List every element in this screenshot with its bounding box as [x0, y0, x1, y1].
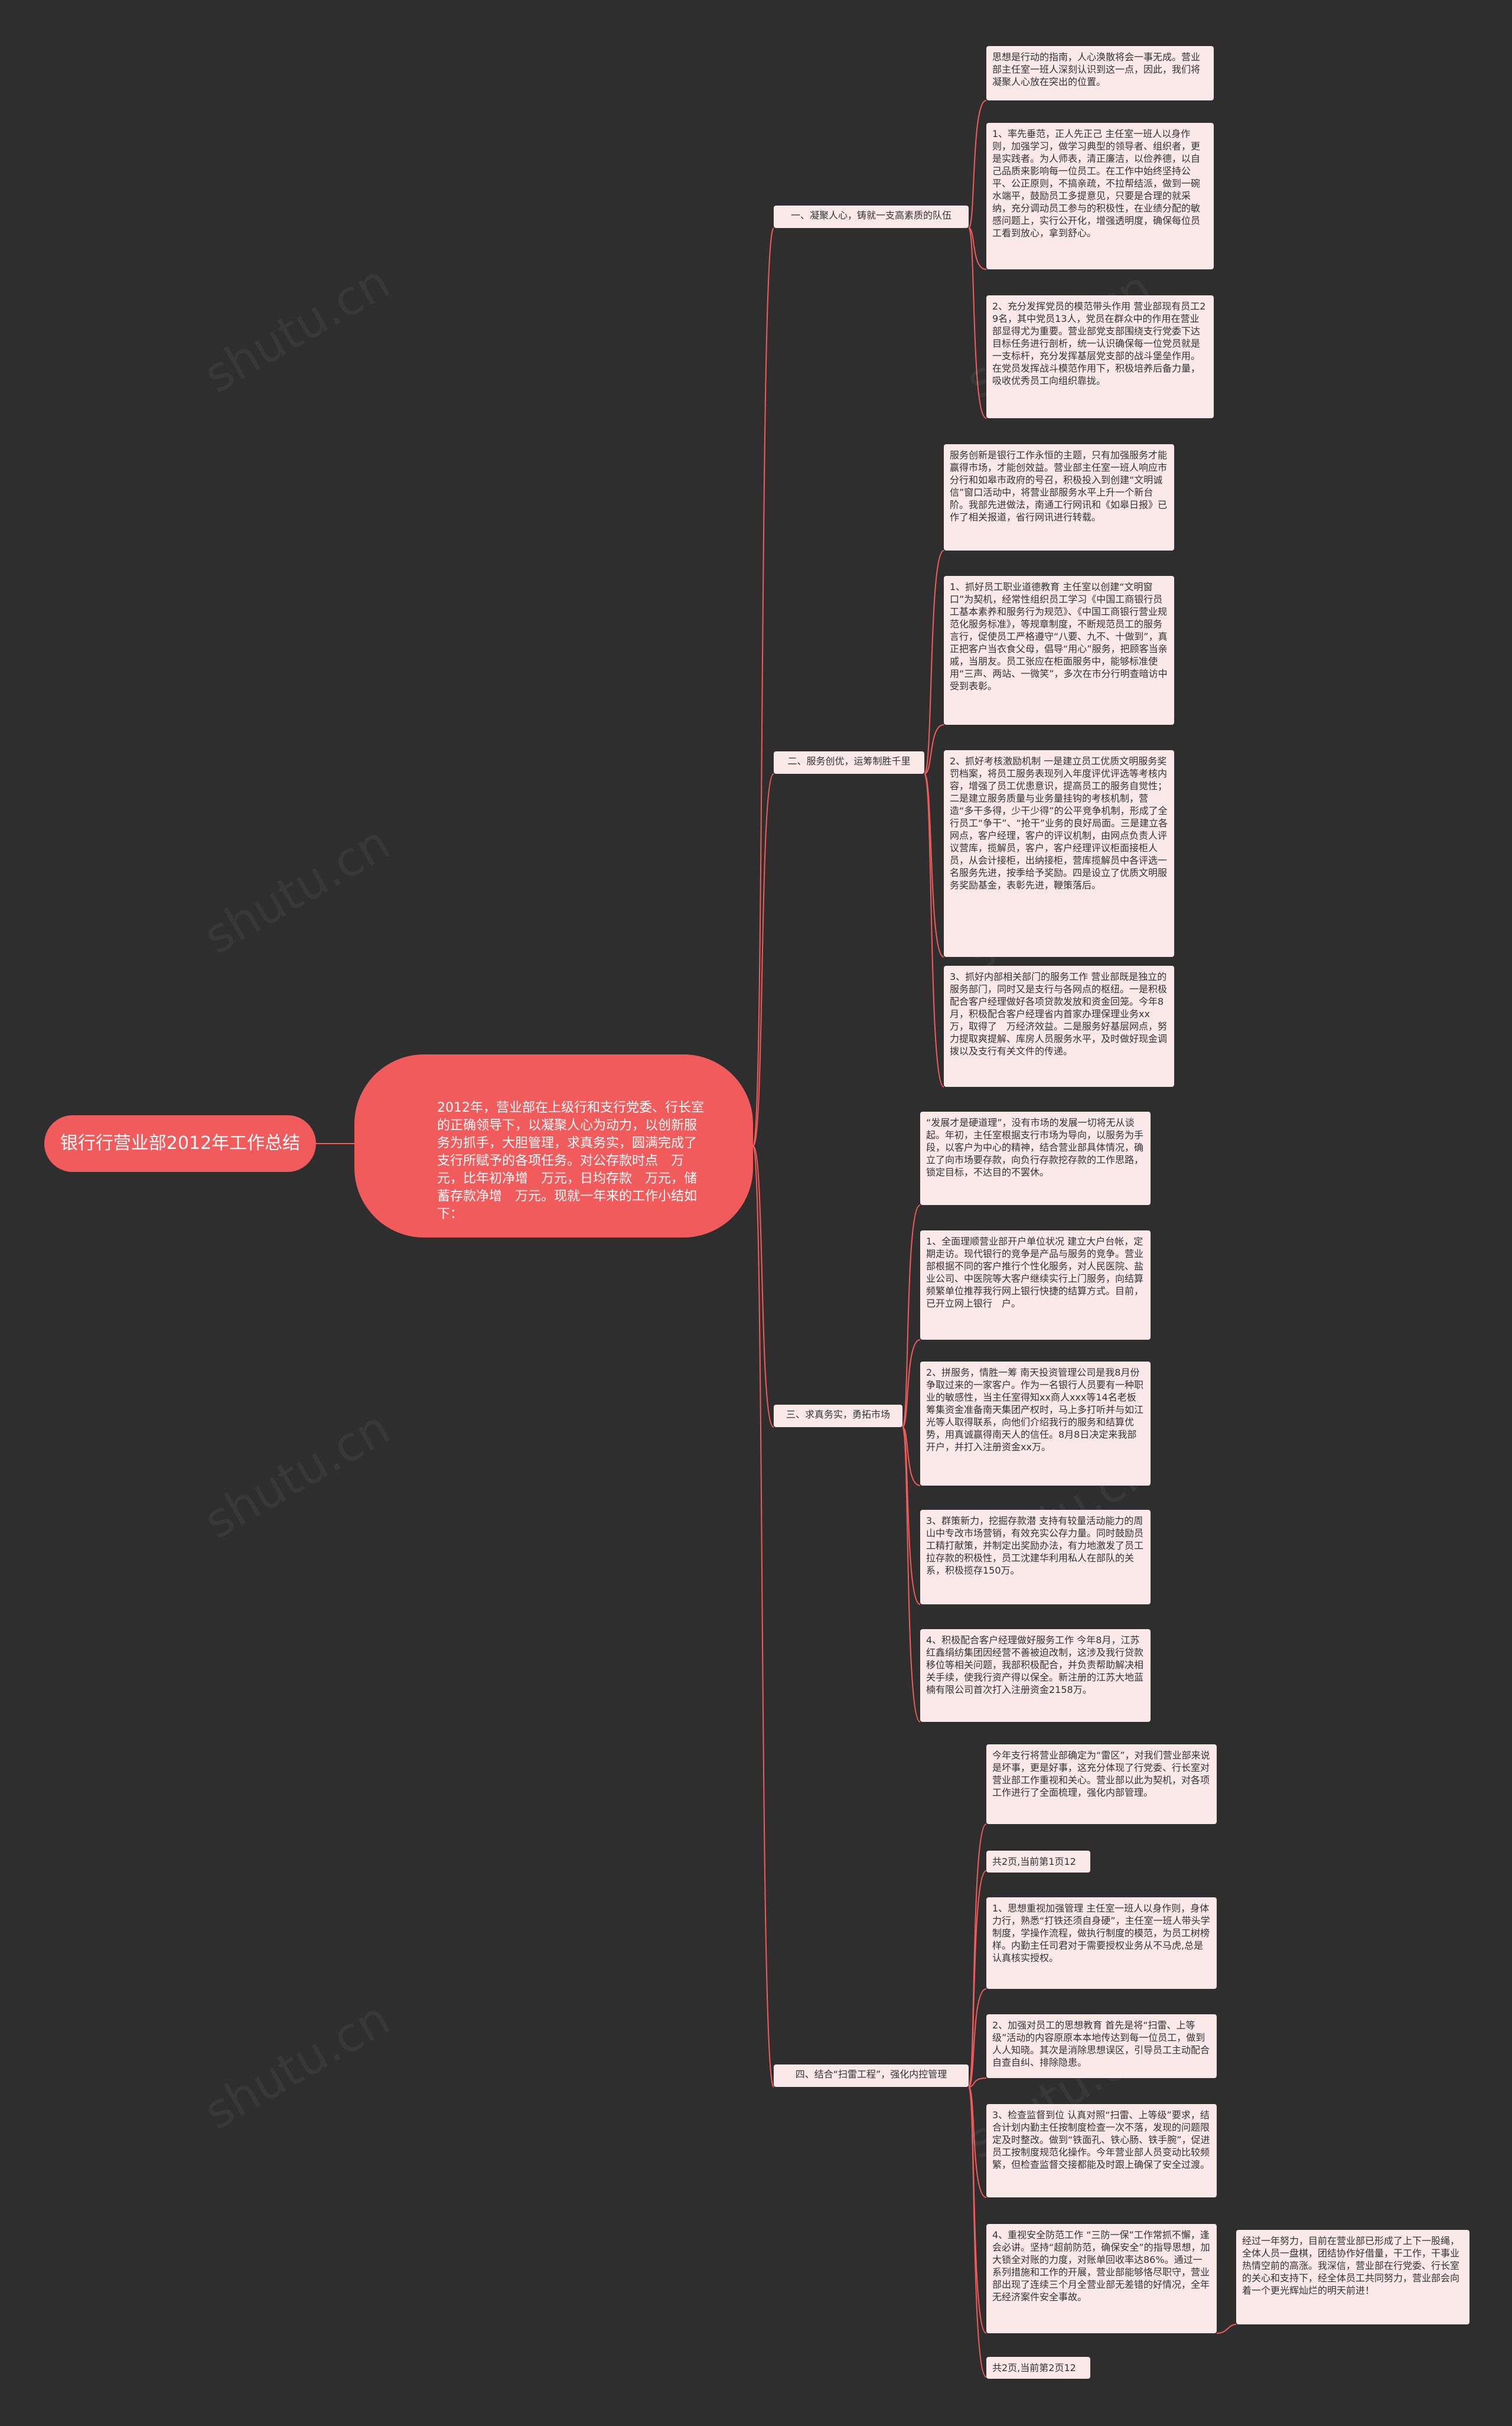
connector-leaf — [968, 1988, 987, 2088]
connector-branch — [752, 1145, 774, 1428]
leaf-topic[interactable]: 共2页,当前第2页12 — [986, 2357, 1090, 2379]
branch-topic[interactable]: 一、凝聚人心，铸就一支高素质的队伍 — [774, 206, 969, 228]
summary-topic[interactable]: 2012年，营业部在上级行和支行党委、行长室的正确领导下，以凝聚人心为动力，以创… — [354, 1054, 753, 1238]
connector-leaf — [968, 2077, 987, 2088]
connector-leaf — [968, 2086, 987, 2198]
connector-leaf — [902, 1204, 921, 1428]
connector-branch — [752, 227, 774, 1147]
connector-leaf — [924, 773, 944, 1087]
leaf-topic[interactable]: 共2页,当前第1页12 — [986, 1851, 1090, 1873]
leaf-topic[interactable]: 思想是行动的指南，人心涣散将会一事无成。营业部主任室一班人深刻认识到这一点，因此… — [986, 46, 1214, 100]
branch-topic[interactable]: 二、服务创优，运筹制胜千里 — [774, 751, 924, 774]
leaf-topic[interactable]: 4、重视安全防范工作 “三防一保”工作常抓不懈，逢会必讲。坚持“超前防范，确保安… — [986, 2224, 1217, 2333]
root-topic[interactable]: 银行行营业部2012年工作总结 — [44, 1115, 316, 1172]
connector-leaf — [924, 724, 944, 774]
connector-leaf — [968, 2086, 987, 2378]
leaf-topic[interactable]: 3、群策新力，挖掘存款潜 支持有较量活动能力的周山中专改市场营销，有效充实公存力… — [920, 1510, 1151, 1604]
branch-topic[interactable]: 三、求真务实，勇拓市场 — [774, 1405, 902, 1427]
connector-leaf — [968, 1870, 987, 2088]
leaf-topic[interactable]: 2、充分发挥党员的模范带头作用 营业部现有员工29名，其中党员13人，党员在群众… — [986, 295, 1214, 418]
connector-leaf — [924, 550, 944, 774]
connector-leaf — [968, 1823, 987, 2088]
leaf-topic[interactable]: 1、思想重视加强管理 主任室一班人以身作则，身体力行，熟悉“打铁还须自身硬”，主… — [986, 1897, 1217, 1989]
leaf-topic[interactable]: 服务创新是银行工作永恒的主题，只有加强服务才能赢得市场，才能创效益。营业部主任室… — [944, 444, 1174, 551]
connector-leaf — [924, 773, 944, 958]
leaf-topic[interactable]: 1、抓好员工职业道德教育 主任室以创建“文明窗口”为契机，经常性组织员工学习《中… — [944, 576, 1174, 725]
leaf-topic[interactable]: 2、加强对员工的思想教育 首先是将“扫雷、上等级”活动的内容原原本本地传达到每一… — [986, 2014, 1217, 2078]
leaf-topic[interactable]: 3、检查监督到位 认真对照“扫雷、上等级”要求，结合计划内勤主任按制度检查一次不… — [986, 2104, 1217, 2197]
connector-branch — [752, 1145, 774, 2088]
connector-leaf — [968, 227, 987, 419]
leaf-topic[interactable]: 2、拼服务，情胜一筹 南天投资管理公司是我8月份争取过来的一家客户。作为一名银行… — [920, 1362, 1151, 1486]
leaf-topic[interactable]: “发展才是硬道理”，没有市场的发展一切将无从谈起。年初，主任室根据支行市场为导向… — [920, 1112, 1151, 1205]
leaf-topic[interactable]: 2、抓好考核激励机制 一是建立员工优质文明服务奖罚档案，将员工服务表现列入年度评… — [944, 750, 1174, 957]
connector-leaf — [902, 1427, 921, 1722]
leaf-topic[interactable]: 1、率先垂范，正人先正己 主任室一班人以身作则，加强学习，做学习典型的领导者、组… — [986, 123, 1214, 269]
leaf-topic[interactable]: 1、全面理顺营业部开户单位状况 建立大户台帐，定期走访。现代银行的竞争是产品与服… — [920, 1230, 1151, 1340]
connector-branch — [752, 773, 774, 1147]
leaf-topic[interactable]: 4、积极配合客户经理做好服务工作 今年8月，江苏红鑫绢纺集团因经营不善被迫改制，… — [920, 1629, 1151, 1722]
connector-conclusion — [1216, 2324, 1237, 2334]
conclusion-topic[interactable]: 经过一年努力，目前在营业部已形成了上下一股绳，全体人员一盘棋，团结协作好借量，干… — [1236, 2230, 1469, 2324]
leaf-topic[interactable]: 今年支行将营业部确定为“雷区”，对我们营业部来说是坏事，更是好事，这充分体现了行… — [986, 1744, 1217, 1824]
leaf-topic[interactable]: 3、抓好内部相关部门的服务工作 营业部既是独立的服务部门，同时又是支行与各网点的… — [944, 966, 1174, 1087]
connector-leaf — [968, 227, 987, 270]
branch-topic[interactable]: 四、结合“扫雷工程”，强化内控管理 — [774, 2064, 969, 2087]
connector-leaf — [902, 1339, 921, 1428]
connector-leaf — [968, 100, 987, 229]
connector-leaf — [902, 1427, 921, 1486]
